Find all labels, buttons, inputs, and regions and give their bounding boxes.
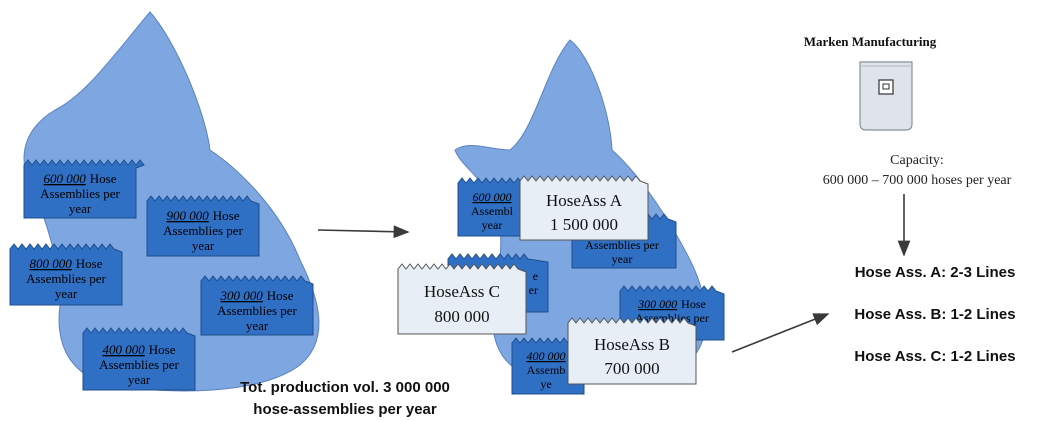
svg-text:Assemblies per: Assemblies per [217, 303, 297, 318]
label-value: 1 500 000 [550, 215, 618, 234]
total-production-line2: hose-assemblies per year [253, 401, 437, 418]
manufacturer-title: Marken Manufacturing [804, 34, 937, 49]
card-amount: 600 000 [44, 171, 87, 186]
svg-text:HoseAss B: HoseAss B [594, 335, 670, 354]
svg-text:Assemblies per: Assemblies per [163, 223, 243, 238]
svg-text:ye: ye [540, 377, 551, 391]
svg-text:Assembl: Assembl [471, 204, 514, 218]
label-hoseass-c: HoseAss C 800 000 [397, 263, 527, 335]
total-production-line1: Tot. production vol. 3 000 000 [240, 379, 450, 396]
svg-text:Assemblies per: Assemblies per [585, 238, 659, 252]
svg-text:600 000: 600 000 [473, 190, 512, 204]
label-hoseass-a: HoseAss A 1 500 000 [519, 175, 649, 241]
svg-text:er: er [529, 283, 538, 297]
svg-text:year: year [192, 238, 215, 253]
svg-text:Assemblies per: Assemblies per [26, 271, 106, 286]
back-card-1: 600 000 Assembl year [457, 177, 531, 237]
svg-text:800 000: 800 000 [434, 307, 489, 326]
label-name: HoseAss A [546, 191, 623, 210]
lines-item-c: Hose Ass. C: 1-2 Lines [854, 348, 1015, 365]
back-card-5: 400 000 Assemb ye [511, 337, 585, 395]
capacity-value: 600 000 – 700 000 hoses per year [823, 173, 1012, 188]
svg-text:year: year [128, 372, 151, 387]
svg-text:year: year [55, 286, 78, 301]
svg-text:year: year [612, 252, 633, 266]
svg-text:HoseAss C: HoseAss C [424, 282, 500, 301]
svg-text:Assemblies per: Assemblies per [40, 186, 120, 201]
lines-item-b: Hose Ass. B: 1-2 Lines [854, 306, 1015, 323]
arrow-right-2 [731, 313, 830, 353]
lines-item-a: Hose Ass. A: 2-3 Lines [855, 264, 1016, 281]
svg-text:year: year [69, 201, 92, 216]
svg-text:Assemblies per: Assemblies per [99, 357, 179, 372]
capacity-label: Capacity: [890, 153, 944, 168]
svg-text:700 000: 700 000 [604, 359, 659, 378]
svg-text:e: e [533, 269, 538, 283]
svg-text:year: year [482, 218, 503, 232]
label-hoseass-b: HoseAss B 700 000 [567, 317, 697, 385]
svg-text:year: year [246, 318, 269, 333]
svg-text:Assemb: Assemb [527, 363, 566, 377]
machine-icon [859, 61, 913, 131]
arrow-right-1 [317, 225, 410, 239]
svg-text:400 000: 400 000 [527, 349, 566, 363]
